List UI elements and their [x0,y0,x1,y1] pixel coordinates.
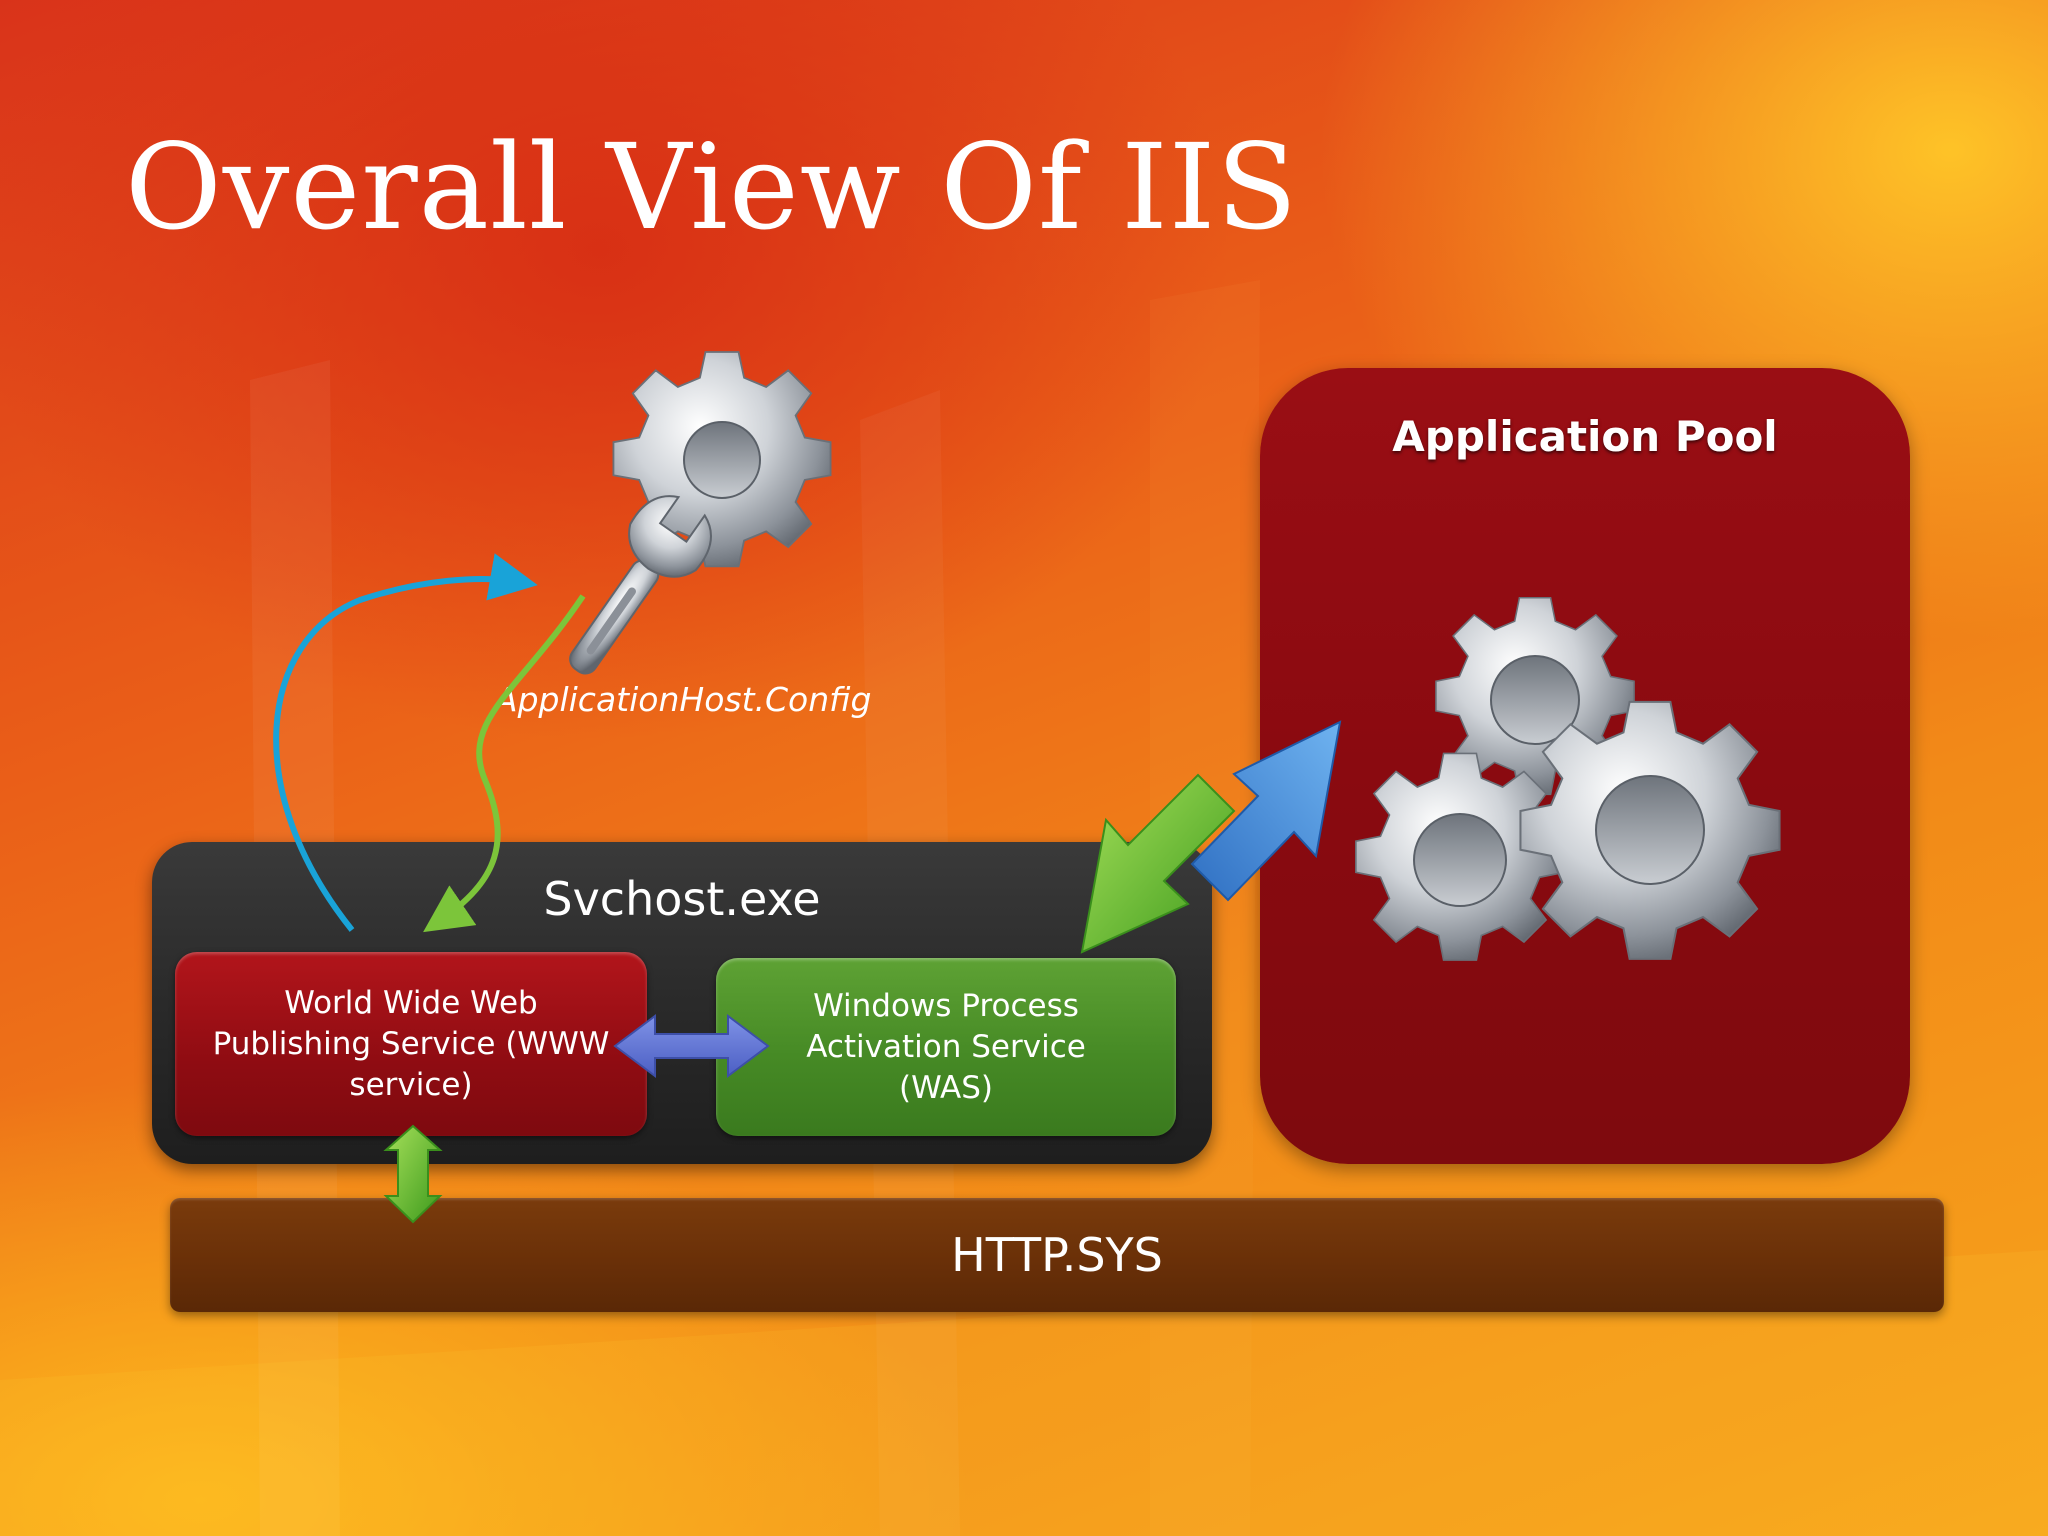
www-service-label: World Wide Web Publishing Service (WWW s… [197,983,626,1106]
was-service-line-2: Activation Service [806,1028,1086,1065]
wrench-gear-icon [569,351,832,675]
http-sys-bar: HTTP.SYS [170,1198,1944,1312]
http-sys-label: HTTP.SYS [951,1228,1163,1282]
was-service-line-3: (WAS) [898,1069,994,1106]
www-service-line-1: World Wide Web [284,984,538,1021]
application-pool-box: Application Pool [1260,368,1910,1164]
application-pool-label: Application Pool [1392,412,1778,461]
www-service-box: World Wide Web Publishing Service (WWW s… [175,952,647,1136]
was-service-line-1: Windows Process [813,987,1079,1024]
www-service-line-3: service) [349,1066,473,1103]
slide-title: Overall View Of IIS [125,118,1299,256]
www-service-line-2: Publishing Service (WWW [212,1025,610,1062]
was-service-box: Windows Process Activation Service (WAS) [716,958,1176,1136]
was-service-label: Windows Process Activation Service (WAS) [790,986,1102,1109]
svchost-label: Svchost.exe [543,872,821,926]
applicationhost-config-label: ApplicationHost.Config [495,680,872,719]
